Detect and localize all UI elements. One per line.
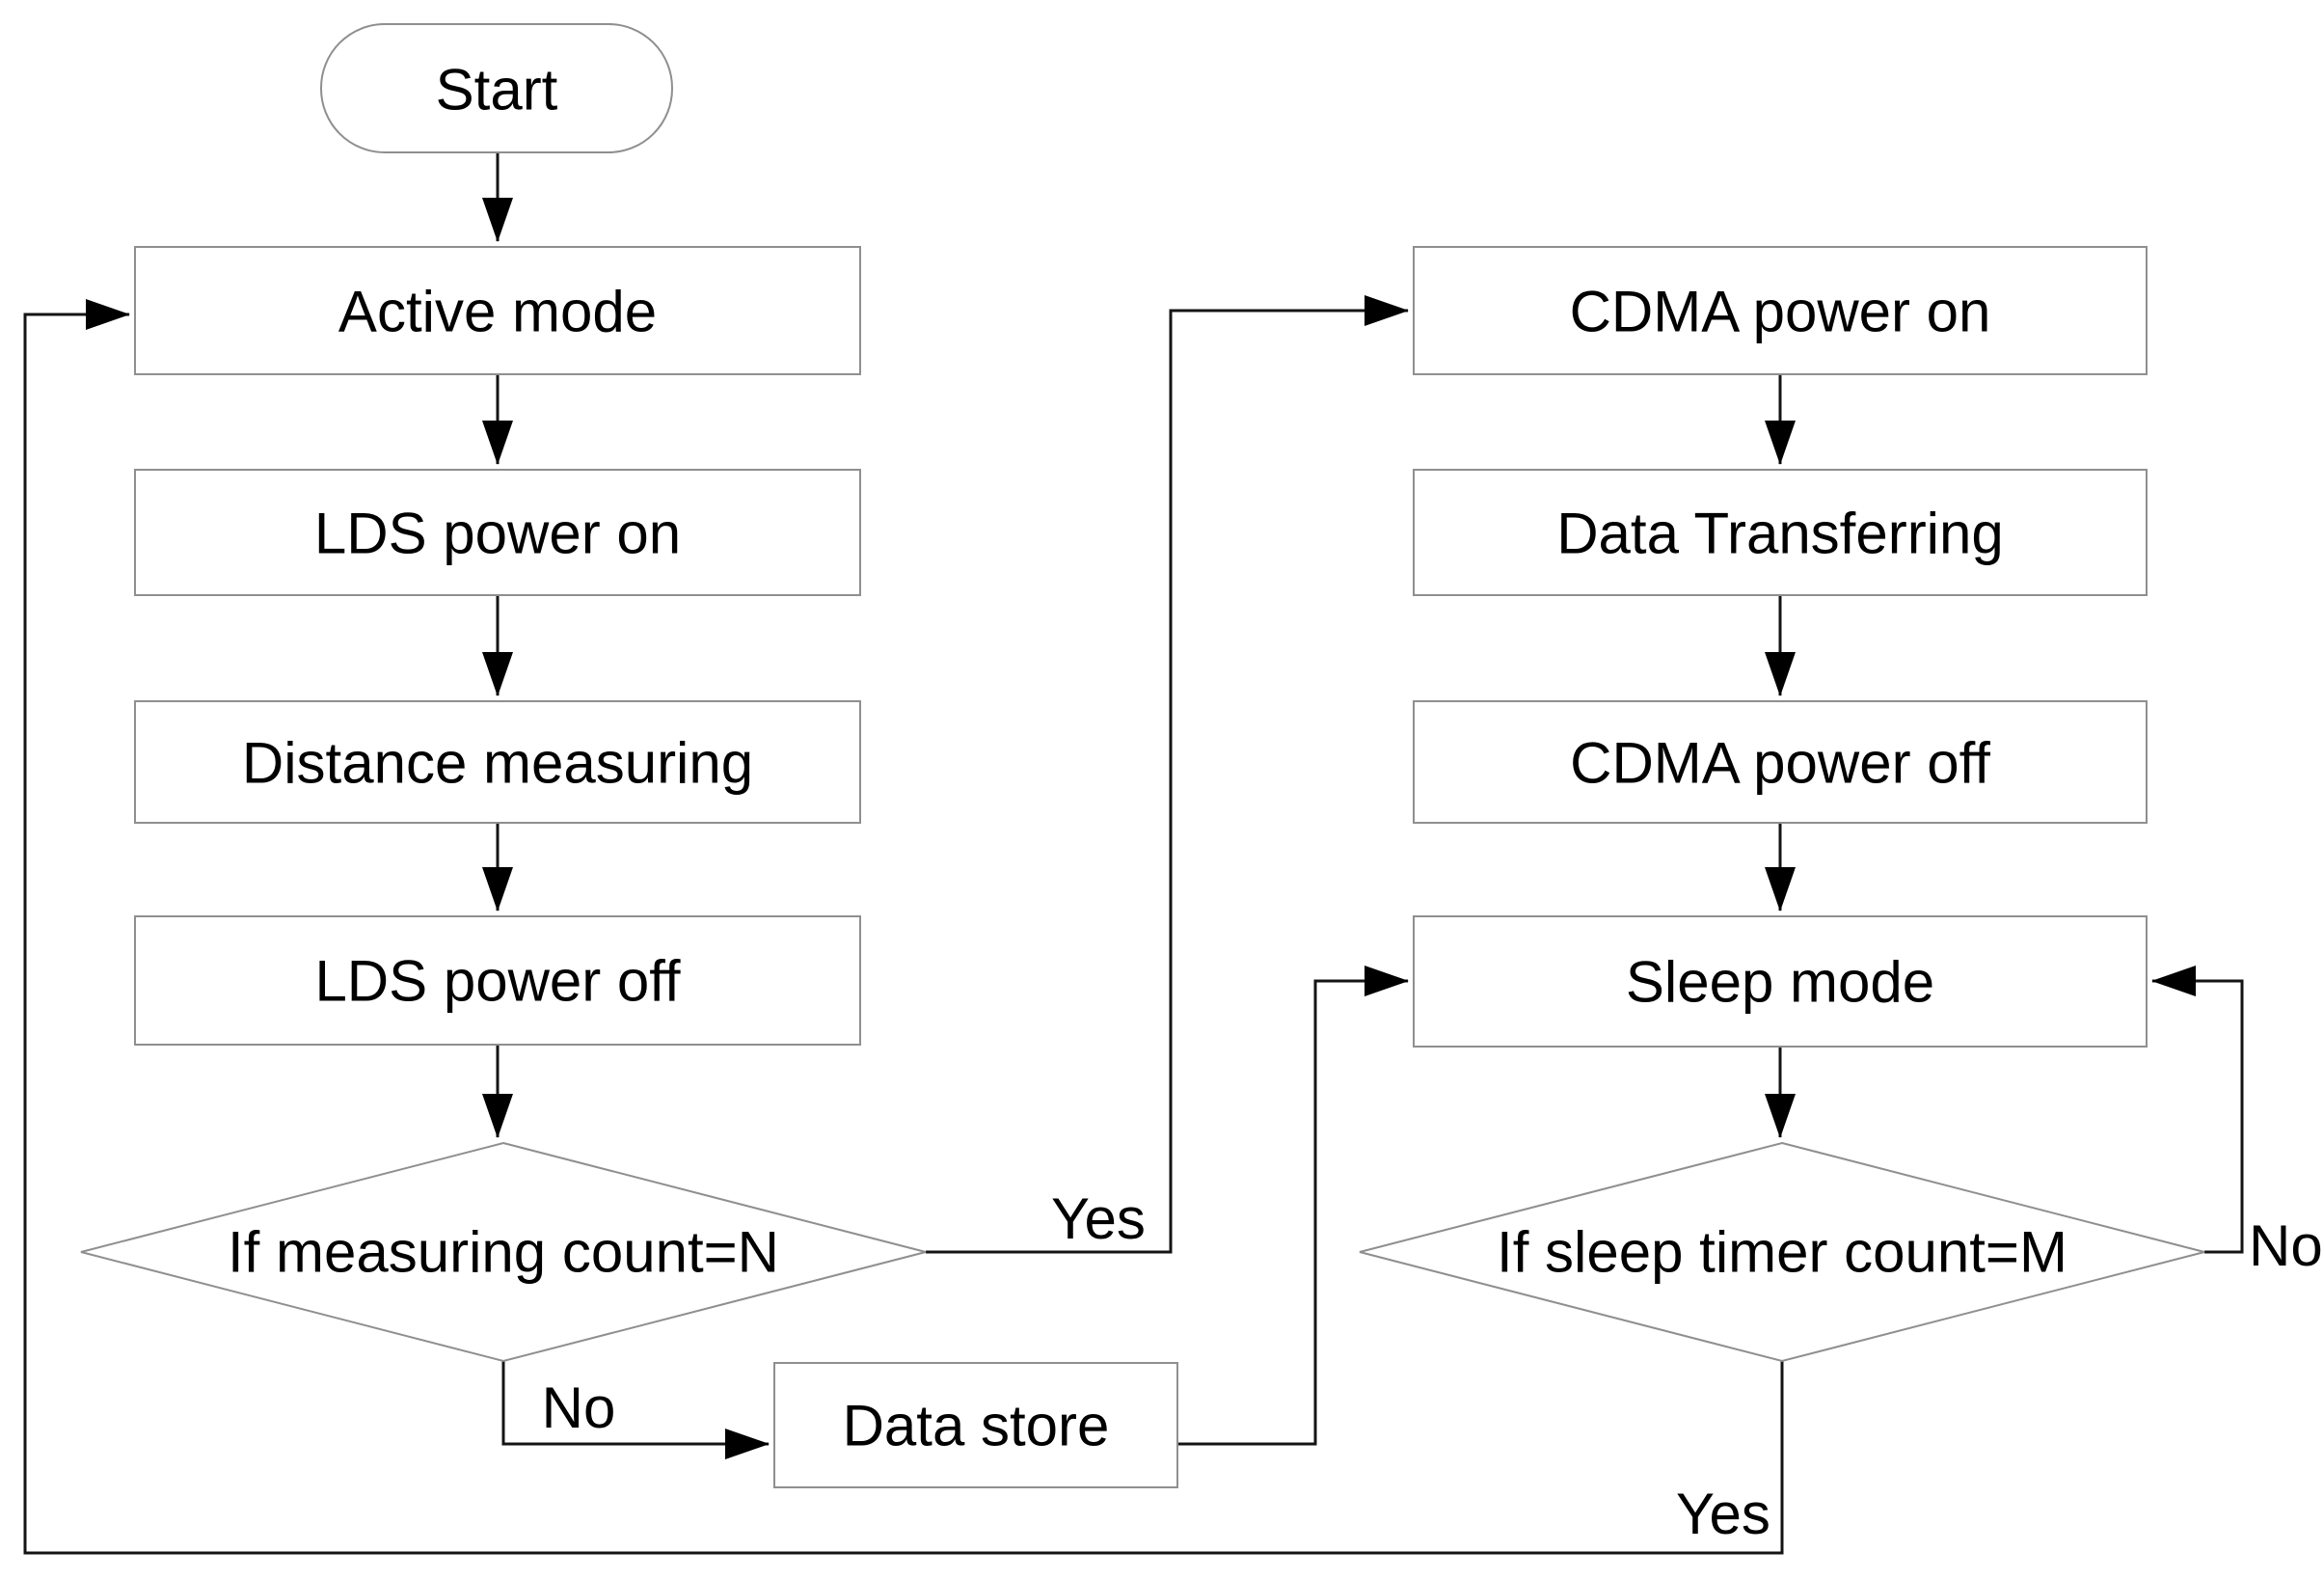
node-data-transferring-label: Data Transferring — [1556, 502, 2004, 566]
node-cdma-power-on: CDMA power on — [1413, 246, 2148, 375]
edges — [23, 152, 2244, 1555]
data-store-box — [773, 1362, 1178, 1488]
node-data-transferring: Data Transferring — [1413, 469, 2148, 596]
edge-measuring-yes-to-cdma-power-on — [926, 295, 1409, 1254]
lds-power-off-box — [134, 915, 861, 1046]
edge-label-measuring-yes: Yes — [1051, 1186, 1146, 1251]
node-if-sleep-timer-count: If sleep timer count=M — [1359, 1141, 2205, 1363]
node-start-label: Start — [436, 58, 558, 123]
node-active-mode: Active mode — [134, 246, 861, 375]
node-active-mode-label: Active mode — [338, 280, 657, 344]
node-sleep-mode-label: Sleep mode — [1626, 950, 1934, 1015]
sleep-decision-diamond — [1359, 1141, 2205, 1363]
node-if-measuring-count-label: If measuring count=N — [228, 1220, 779, 1285]
node-cdma-power-off: CDMA power off — [1413, 700, 2148, 824]
edge-measuring-no-to-data-store — [501, 1361, 770, 1459]
node-data-store-label: Data store — [843, 1394, 1110, 1458]
edge-label-sleep-yes: Yes — [1676, 1482, 1770, 1546]
start-terminator-shape — [320, 23, 673, 153]
edge-label-sleep-no: No — [2249, 1213, 2323, 1278]
edge-label-measuring-no: No — [542, 1375, 616, 1440]
node-cdma-power-off-label: CDMA power off — [1570, 731, 1990, 796]
lds-power-on-box — [134, 469, 861, 596]
edge-sleep-no-to-sleep-mode — [2151, 966, 2244, 1254]
node-start: Start — [320, 23, 673, 153]
sleep-mode-box — [1413, 915, 2148, 1048]
node-cdma-power-on-label: CDMA power on — [1570, 280, 1991, 344]
cdma-power-off-box — [1413, 700, 2148, 824]
node-lds-power-on: LDS power on — [134, 469, 861, 596]
node-data-store: Data store — [773, 1362, 1178, 1488]
active-mode-box — [134, 246, 861, 375]
cdma-power-on-box — [1413, 246, 2148, 375]
measuring-decision-diamond — [80, 1141, 927, 1363]
node-lds-power-off-label: LDS power off — [314, 949, 680, 1014]
data-transferring-box — [1413, 469, 2148, 596]
node-sleep-mode: Sleep mode — [1413, 915, 2148, 1048]
node-lds-power-off: LDS power off — [134, 915, 861, 1046]
edge-sleep-yes-to-active-mode — [23, 299, 1784, 1555]
node-distance-measuring: Distance measuring — [134, 700, 861, 824]
node-if-measuring-count: If measuring count=N — [80, 1141, 927, 1363]
node-lds-power-on-label: LDS power on — [314, 502, 681, 566]
edge-data-store-to-sleep-mode — [1177, 966, 1409, 1446]
node-distance-measuring-label: Distance measuring — [242, 731, 753, 796]
distance-measuring-box — [134, 700, 861, 824]
node-if-sleep-timer-count-label: If sleep timer count=M — [1497, 1220, 2067, 1285]
